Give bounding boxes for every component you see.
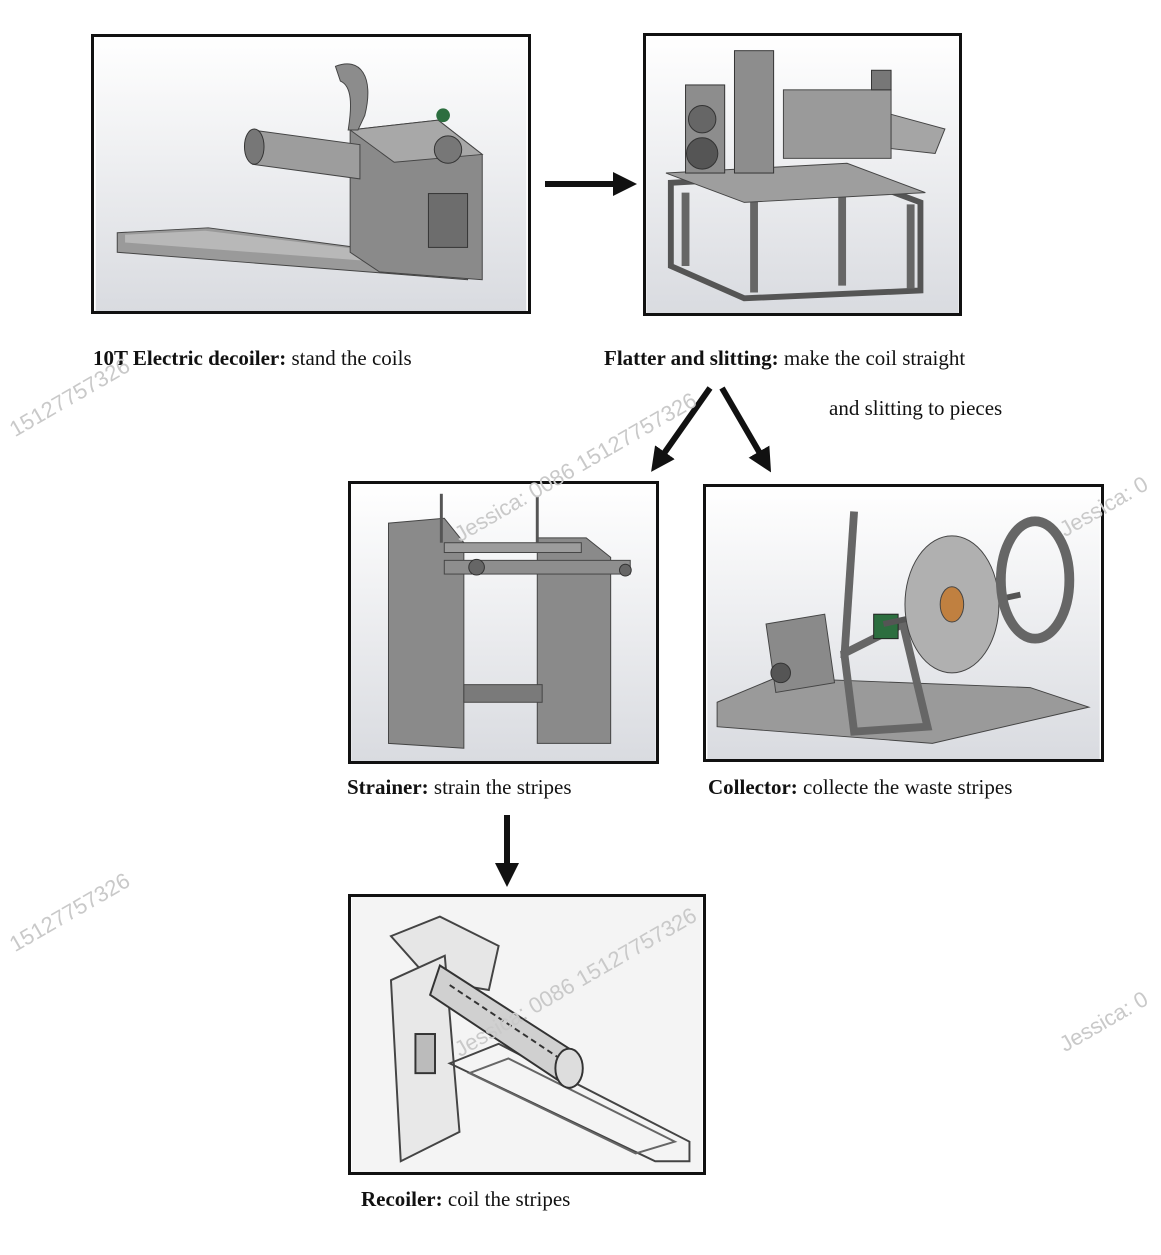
flatter-caption-line2: and slitting to pieces (829, 396, 1003, 420)
flatter-caption: Flatter and slitting: make the coil stra… (604, 348, 965, 369)
strainer-image (348, 481, 659, 764)
decoiler-caption: 10T Electric decoiler: stand the coils (93, 348, 412, 369)
recoiler-name: Recoiler: (361, 1187, 443, 1211)
recoiler-desc: coil the stripes (447, 1187, 571, 1211)
watermark: Jessica: 0 (1055, 986, 1153, 1057)
arrow-flatter-to-collector (719, 386, 772, 473)
decoiler-desc: stand the coils (291, 346, 412, 370)
watermark: 15127757326 (5, 867, 135, 957)
flatter-drawing (646, 36, 959, 313)
recoiler-image (348, 894, 706, 1175)
collector-caption: Collector: collecte the waste stripes (708, 777, 1012, 798)
arrow-flatter-to-strainer (651, 386, 713, 472)
flatter-image (643, 33, 962, 316)
collector-name: Collector: (708, 775, 798, 799)
decoiler-drawing (95, 37, 527, 311)
decoiler-name: 10T Electric decoiler: (93, 346, 287, 370)
decoiler-image (91, 34, 531, 314)
strainer-drawing (351, 484, 656, 761)
flatter-name: Flatter and slitting: (604, 346, 779, 370)
recoiler-caption: Recoiler: coil the stripes (361, 1189, 570, 1210)
strainer-desc: strain the stripes (433, 775, 572, 799)
strainer-caption: Strainer: strain the stripes (347, 777, 572, 798)
collector-desc: collecte the waste stripes (803, 775, 1013, 799)
strainer-name: Strainer: (347, 775, 429, 799)
collector-drawing (707, 487, 1100, 759)
recoiler-drawing (351, 897, 703, 1172)
collector-image (703, 484, 1104, 762)
flatter-desc: make the coil straight (783, 346, 966, 370)
